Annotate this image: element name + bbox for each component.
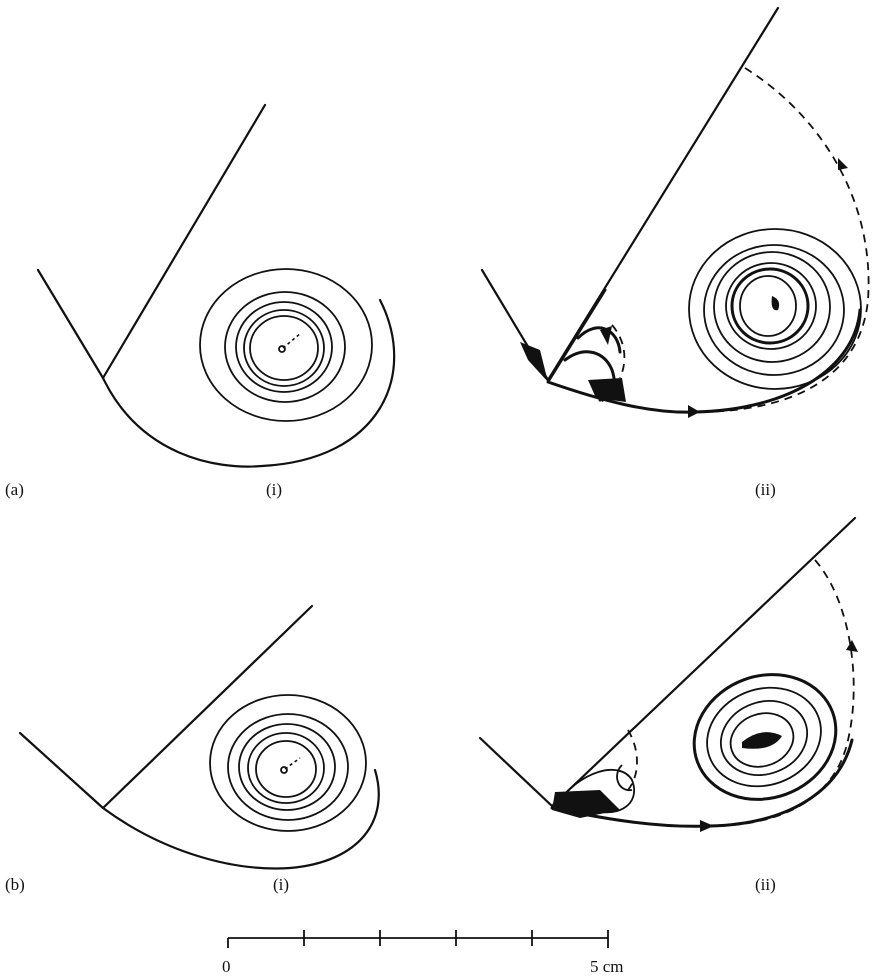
row-label-a: (a): [5, 480, 24, 499]
spiral-path: [282, 332, 302, 349]
flow-arrow: [700, 820, 714, 832]
row-label-b: (b): [5, 875, 25, 894]
panel-a-ii: [480, 6, 870, 418]
corner-eddy: [520, 288, 626, 402]
panel-label-b-ii: (ii): [755, 875, 776, 894]
scale-start-label: 0: [222, 957, 231, 976]
cavity-bottom-streakline: [546, 308, 862, 414]
flow-arrow: [688, 405, 700, 418]
vortex-streamlines: [688, 228, 862, 390]
vortex-center: [280, 766, 288, 774]
corner-eddy: [552, 729, 638, 818]
cavity-wall: [36, 103, 267, 380]
cavity-wall: [480, 6, 780, 382]
vortex-center: [278, 345, 286, 353]
cavity-bottom-curve: [101, 298, 396, 468]
panel-label-b-i: (i): [273, 875, 289, 894]
vortex-streamlines: [692, 673, 838, 801]
spiral-path: [284, 757, 301, 770]
panel-label-a-i: (i): [266, 480, 282, 499]
vortex-streamlines: [199, 268, 373, 422]
vortex-core-dye: [742, 732, 782, 749]
dye-smear: [588, 378, 626, 402]
cavity-bottom-curve: [101, 768, 380, 870]
dye-smear: [520, 342, 548, 382]
panel-a-i: [36, 103, 396, 468]
panel-b-i: [18, 604, 380, 870]
panel-b-ii: [478, 516, 858, 832]
flow-arrow: [838, 158, 848, 170]
vortex-core-dye: [771, 296, 780, 311]
flow-arrow: [846, 640, 858, 652]
dashed-outer-streamline: [709, 559, 855, 827]
scale-end-label: 5 cm: [590, 957, 624, 976]
scale-bar: 0 5 cm: [222, 930, 624, 976]
dye-smear: [552, 790, 620, 818]
cavity-wall: [18, 604, 314, 810]
panel-label-a-ii: (ii): [755, 480, 776, 499]
cavity-wall: [478, 516, 857, 808]
vortex-streamlines: [209, 694, 367, 832]
